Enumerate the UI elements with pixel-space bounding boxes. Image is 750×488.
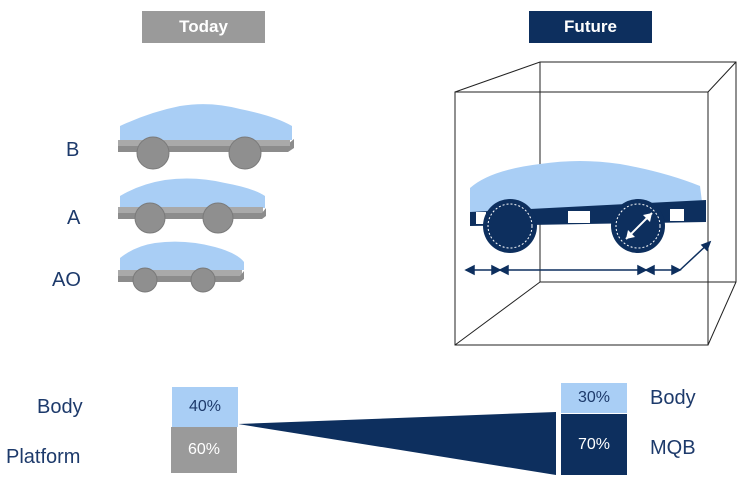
segment-label-a: A bbox=[67, 207, 81, 229]
car-a bbox=[118, 178, 266, 234]
car-b bbox=[118, 104, 294, 170]
segment-label-b: B bbox=[66, 139, 80, 161]
segment-label-ao: AO bbox=[52, 269, 81, 291]
future-platform-share: 70% bbox=[561, 414, 627, 475]
today-body-label: Body bbox=[37, 396, 83, 418]
car-future bbox=[470, 161, 706, 253]
today-platform-label: Platform bbox=[6, 446, 81, 468]
today-platform-share: 60% bbox=[171, 427, 237, 473]
platform-wedge bbox=[238, 412, 556, 475]
dimension-arrows bbox=[464, 240, 712, 276]
future-body-share: 30% bbox=[561, 383, 627, 413]
modular-cube bbox=[454, 61, 737, 346]
future-platform-label: MQB bbox=[650, 437, 696, 459]
today-body-share: 40% bbox=[171, 386, 239, 428]
future-header: Future bbox=[529, 11, 652, 43]
future-body-label: Body bbox=[650, 387, 696, 409]
today-header: Today bbox=[142, 11, 265, 43]
car-ao bbox=[118, 241, 244, 293]
